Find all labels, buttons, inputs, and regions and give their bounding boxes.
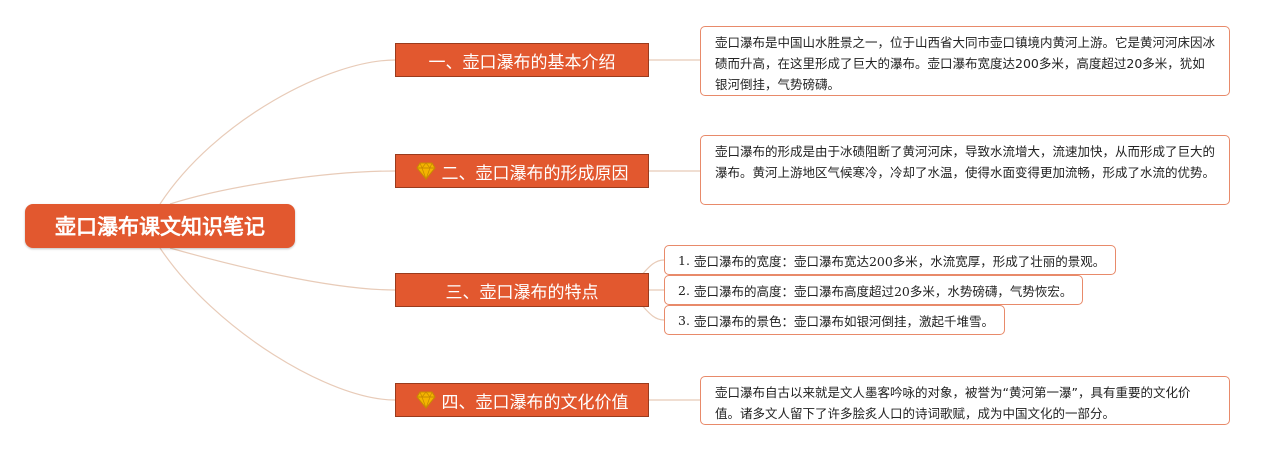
feature-item-width[interactable]: 1. 壶口瀑布的宽度：壶口瀑布宽达200多米，水流宽厚，形成了壮丽的景观。 bbox=[664, 245, 1117, 275]
branch-node-formation[interactable]: 二、壶口瀑布的形成原因 bbox=[395, 154, 649, 188]
item-number: 1. bbox=[678, 252, 690, 268]
diamond-icon bbox=[415, 162, 436, 181]
link-root-branch-1 bbox=[159, 59, 396, 205]
branch-label: 二、壶口瀑布的形成原因 bbox=[441, 163, 629, 184]
branch-node-basic-intro[interactable]: 一、壶口瀑布的基本介绍 bbox=[395, 43, 649, 77]
root-title: 壶口瀑布课文知识笔记 bbox=[55, 215, 265, 239]
link-root-branch-3 bbox=[169, 247, 396, 291]
note-text: 壶口瀑布自古以来就是文人墨客吟咏的对象，被誉为“黄河第一瀑”，具有重要的文化价值… bbox=[715, 385, 1191, 421]
link-root-branch-4 bbox=[159, 247, 396, 401]
note-cultural-value[interactable]: 壶口瀑布自古以来就是文人墨客吟咏的对象，被誉为“黄河第一瀑”，具有重要的文化价值… bbox=[700, 376, 1230, 425]
branch-node-features[interactable]: 三、壶口瀑布的特点 bbox=[395, 273, 649, 307]
branch-label: 三、壶口瀑布的特点 bbox=[445, 282, 599, 303]
branch-node-cultural-value[interactable]: 四、壶口瀑布的文化价值 bbox=[395, 383, 649, 417]
note-text: 壶口瀑布的形成是由于冰碛阻断了黄河河床，导致水流增大，流速加快，从而形成了巨大的… bbox=[715, 144, 1216, 180]
feature-item-scenery[interactable]: 3. 壶口瀑布的景色：壶口瀑布如银河倒挂，激起千堆雪。 bbox=[664, 305, 1005, 335]
item-number: 2. bbox=[678, 282, 690, 298]
root-node[interactable]: 壶口瀑布课文知识笔记 bbox=[25, 204, 295, 248]
item-text: 壶口瀑布的高度：壶口瀑布高度超过20多米，水势磅礴，气势恢宏。 bbox=[693, 283, 1073, 299]
note-text: 壶口瀑布是中国山水胜景之一，位于山西省大同市壶口镇境内黄河上游。它是黄河河床因冰… bbox=[715, 35, 1216, 92]
feature-item-height[interactable]: 2. 壶口瀑布的高度：壶口瀑布高度超过20多米，水势磅礴，气势恢宏。 bbox=[664, 275, 1084, 305]
branch-label: 四、壶口瀑布的文化价值 bbox=[441, 392, 629, 413]
item-number: 3. bbox=[678, 312, 690, 328]
note-formation[interactable]: 壶口瀑布的形成是由于冰碛阻断了黄河河床，导致水流增大，流速加快，从而形成了巨大的… bbox=[700, 135, 1230, 205]
note-basic-intro[interactable]: 壶口瀑布是中国山水胜景之一，位于山西省大同市壶口镇境内黄河上游。它是黄河河床因冰… bbox=[700, 26, 1230, 96]
item-text: 壶口瀑布的景色：壶口瀑布如银河倒挂，激起千堆雪。 bbox=[693, 313, 994, 329]
link-root-branch-2 bbox=[169, 170, 396, 205]
item-text: 壶口瀑布的宽度：壶口瀑布宽达200多米，水流宽厚，形成了壮丽的景观。 bbox=[693, 253, 1106, 269]
branch-label: 一、壶口瀑布的基本介绍 bbox=[428, 52, 616, 73]
diamond-icon bbox=[415, 391, 436, 410]
